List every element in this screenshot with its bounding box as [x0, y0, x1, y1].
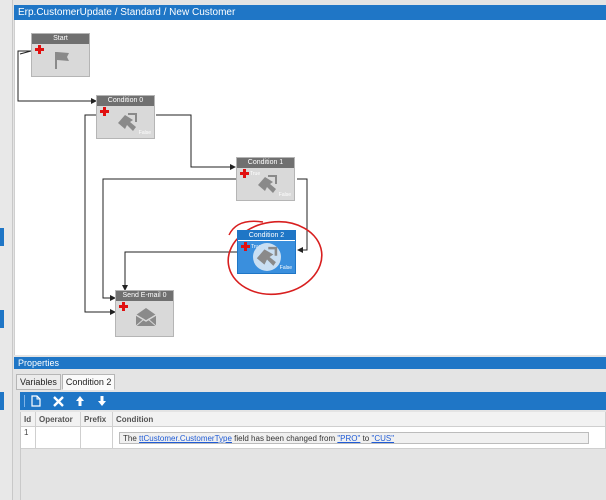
node-start[interactable]: Start — [31, 33, 90, 77]
flag-icon — [55, 52, 69, 69]
properties-header: Properties — [14, 357, 606, 369]
false-label: False — [138, 130, 151, 136]
add-icon[interactable] — [100, 107, 109, 116]
cell-prefix[interactable] — [81, 427, 113, 448]
annotation-circle — [227, 220, 323, 296]
window-title: Erp.CustomerUpdate / Standard / New Cust… — [14, 5, 606, 20]
cell-operator[interactable] — [36, 427, 81, 448]
to-value-link[interactable]: "CUS" — [371, 434, 395, 443]
column-header-id[interactable]: Id — [21, 412, 36, 426]
condition-text: field has been changed from — [231, 434, 338, 443]
add-icon[interactable] — [240, 169, 249, 178]
tab-condition-2[interactable]: Condition 2 — [61, 374, 116, 390]
node-condition-0[interactable]: Condition 0 False — [96, 95, 155, 139]
condition-text: to — [360, 434, 372, 443]
node-send-email-0[interactable]: Send E-mail 0 — [115, 290, 174, 337]
toolbar-separator — [24, 395, 25, 407]
column-header-prefix[interactable]: Prefix — [81, 412, 113, 426]
condition-sentence: The ttCustomer.CustomerType field has be… — [119, 432, 589, 444]
add-icon[interactable] — [35, 45, 44, 54]
connectors — [17, 50, 323, 315]
node-label: Start — [32, 34, 89, 44]
condition-text: The — [123, 434, 140, 443]
delete-icon[interactable] — [51, 394, 65, 408]
dock-tab[interactable] — [0, 392, 4, 410]
add-icon[interactable] — [119, 302, 128, 311]
new-icon[interactable] — [29, 394, 43, 408]
node-label: Condition 1 — [237, 158, 294, 168]
node-label: Condition 0 — [97, 96, 154, 106]
node-condition-1[interactable]: Condition 1 True False — [236, 157, 295, 201]
field-link[interactable]: ttCustomer.CustomerType — [139, 434, 232, 443]
email-icon — [135, 308, 157, 327]
cell-condition: The ttCustomer.CustomerType field has be… — [113, 427, 606, 448]
true-label: True — [250, 171, 261, 177]
from-value-link[interactable]: "PRO" — [337, 434, 361, 443]
conditions-grid: Id Operator Prefix Condition 1 The ttCus… — [20, 412, 606, 500]
condition-icon — [118, 113, 137, 131]
properties-tabs: Variables Condition 2 — [16, 374, 116, 390]
move-up-icon[interactable] — [73, 394, 87, 408]
tab-variables[interactable]: Variables — [16, 374, 61, 390]
condition-icon — [258, 175, 277, 193]
node-label: Send E-mail 0 — [116, 291, 173, 301]
workflow-canvas[interactable]: Start Condition 0 False Condition 1 True… — [14, 20, 606, 355]
add-icon[interactable] — [241, 242, 250, 251]
node-condition-2[interactable]: Condition 2 True False — [237, 230, 296, 274]
column-header-condition[interactable]: Condition — [113, 412, 606, 426]
table-row[interactable]: 1 The ttCustomer.CustomerType field has … — [21, 427, 606, 449]
false-label: False — [279, 265, 292, 271]
condition-icon — [253, 243, 281, 271]
dock-tab[interactable] — [0, 228, 4, 246]
true-label: True — [251, 244, 262, 250]
grid-header: Id Operator Prefix Condition — [21, 412, 606, 427]
node-label: Condition 2 — [238, 231, 295, 241]
cell-id: 1 — [21, 427, 36, 448]
move-down-icon[interactable] — [95, 394, 109, 408]
column-header-operator[interactable]: Operator — [36, 412, 81, 426]
dock-tab[interactable] — [0, 310, 4, 328]
left-dock-strip — [0, 0, 13, 500]
false-label: False — [278, 192, 291, 198]
conditions-toolbar — [20, 392, 606, 410]
